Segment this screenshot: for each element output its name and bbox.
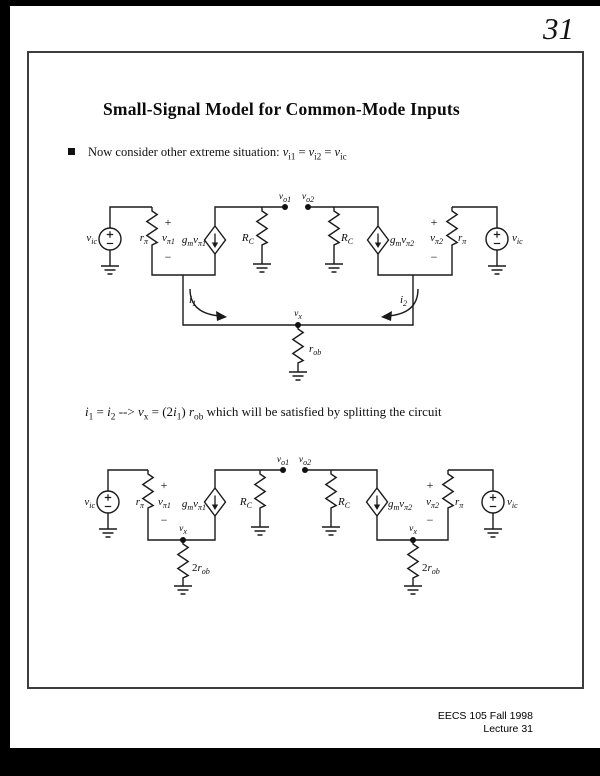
node-dot <box>295 322 301 328</box>
node-dot <box>305 204 311 210</box>
resistor-icon <box>328 206 340 250</box>
dependent-current-source-icon <box>203 487 227 517</box>
resistor-icon <box>142 469 154 513</box>
arrowhead-icon <box>381 311 392 321</box>
label-2rob: 2rob <box>192 562 210 577</box>
label-vic: vic <box>84 496 95 511</box>
ground-icon <box>98 528 118 538</box>
voltage-source-icon <box>98 227 122 251</box>
ground-icon <box>403 585 423 595</box>
label-rpi: rπ <box>139 232 148 247</box>
label-vx: vx <box>294 309 302 321</box>
page-number: 31 <box>543 11 574 46</box>
label-gmvpi1: gmvπ1 <box>181 498 206 513</box>
current-arrow-icon <box>386 288 419 317</box>
label-2rob: 2rob <box>422 562 440 577</box>
label-vpi1: vπ1 <box>158 496 171 511</box>
voltage-source-icon <box>481 490 505 514</box>
resistor-icon <box>442 469 454 513</box>
resistor-icon <box>407 539 419 583</box>
content-frame <box>27 51 584 689</box>
dependent-current-source-icon <box>365 487 389 517</box>
page: 31 Small-Signal Model for Common-Mode In… <box>10 6 600 748</box>
label-plus: + <box>164 215 172 229</box>
label-vic: vic <box>512 232 523 247</box>
label-rpi: rπ <box>458 232 467 247</box>
label-vic: vic <box>507 496 518 511</box>
label-rpi: rπ <box>455 496 464 511</box>
label-gmvpi2: gmvπ2 <box>388 498 413 513</box>
resistor-icon <box>325 469 337 513</box>
label-vpi2: vπ2 <box>430 232 443 247</box>
label-vic: vic <box>86 232 97 247</box>
label-RC: RC <box>241 232 254 247</box>
node-dot <box>180 537 186 543</box>
label-RC: RC <box>338 496 351 511</box>
slide-title: Small-Signal Model for Common-Mode Input… <box>103 99 460 119</box>
label-i1: i1 <box>189 294 197 309</box>
label-minus: − <box>430 250 438 264</box>
course-label: EECS 105 Fall 1998 <box>437 710 533 722</box>
label-vx: vx <box>179 524 187 536</box>
ground-icon <box>173 585 193 595</box>
bullet-square-icon <box>68 148 75 155</box>
label-vo1: vo1 <box>276 455 290 467</box>
ground-icon <box>250 526 270 536</box>
node-dot <box>280 467 286 473</box>
label-gmvpi2: gmvπ2 <box>390 234 415 249</box>
equation-text: i1 = i2 --> vx = (2i1) rob which will be… <box>85 404 442 423</box>
label-rpi: rπ <box>135 496 144 511</box>
label-vx: vx <box>409 524 417 536</box>
ground-icon <box>100 265 120 275</box>
resistor-icon <box>177 539 189 583</box>
label-plus: + <box>426 478 434 492</box>
label-vpi1: vπ1 <box>162 232 175 247</box>
label-RC: RC <box>239 496 252 511</box>
dependent-current-source-icon <box>366 225 390 255</box>
footer: EECS 105 Fall 1998 Lecture 31 <box>438 710 533 735</box>
current-arrow-icon <box>189 288 222 317</box>
label-RC: RC <box>341 232 354 247</box>
node-dot <box>410 537 416 543</box>
resistor-icon <box>256 206 268 250</box>
label-vo2: vo2 <box>298 455 312 467</box>
bullet-item: Now consider other extreme situation: vi… <box>68 145 347 162</box>
label-vo2: vo2 <box>301 192 315 204</box>
ground-icon <box>483 528 503 538</box>
label-vpi2: vπ2 <box>426 496 439 511</box>
label-vo1: vo1 <box>278 192 292 204</box>
ground-icon <box>288 371 308 381</box>
ground-icon <box>487 265 507 275</box>
resistor-icon <box>446 206 458 250</box>
lecture-label: Lecture 31 <box>483 722 533 735</box>
arrowhead-icon <box>216 311 227 321</box>
voltage-source-icon <box>96 490 120 514</box>
ground-icon <box>321 526 341 536</box>
ground-icon <box>324 263 344 273</box>
resistor-icon <box>254 469 266 513</box>
node-dot <box>302 467 308 473</box>
label-plus: + <box>430 215 438 229</box>
label-plus: + <box>160 478 168 492</box>
resistor-icon <box>292 324 304 368</box>
node-dot <box>282 204 288 210</box>
dependent-current-source-icon <box>203 225 227 255</box>
voltage-source-icon <box>485 227 509 251</box>
label-i2: i2 <box>399 294 407 309</box>
label-gmvpi1: gmvπ1 <box>181 234 206 249</box>
circuit2-schematic <box>96 467 505 595</box>
bullet-text: Now consider other extreme situation: <box>88 145 283 159</box>
label-minus: − <box>160 513 168 527</box>
resistor-icon <box>146 206 158 250</box>
label-minus: − <box>164 250 172 264</box>
circuit1-schematic <box>98 204 509 381</box>
ground-icon <box>252 263 272 273</box>
label-rob: rob <box>309 343 322 358</box>
label-minus: − <box>426 513 434 527</box>
